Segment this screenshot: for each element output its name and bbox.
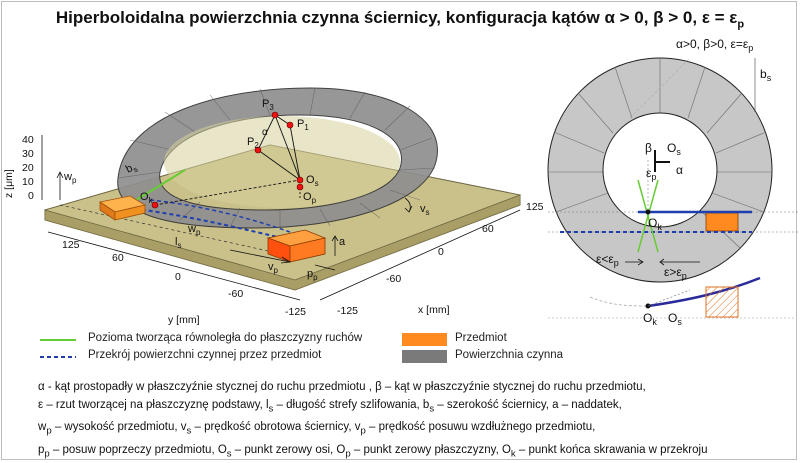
svg-text:Ok: Ok [643,311,657,327]
right-panel-workpiece [560,160,752,253]
svg-text:ε>εp: ε>εp [664,265,687,281]
svg-text:Ok: Ok [648,216,662,232]
svg-text:εp: εp [646,166,656,182]
axis-x: 125 60 0 -60 -125 x [mm] [319,201,544,317]
svg-text:10: 10 [22,176,34,188]
right-header: α>0, β>0, ε=εp [676,37,753,53]
axis-z: 40 30 20 10 0 z [μm] [3,134,43,202]
svg-text:β: β [645,141,652,155]
label-ls: ls [175,236,181,250]
label-p3: P3 [262,98,274,112]
legend-blue-label: Przekrój powierzchni czynnej przez przed… [88,349,322,361]
desc-line-1: α - kąt prostopadły w płaszczyźnie stycz… [38,381,646,393]
label-vp: vp [268,261,279,275]
label-alpha: α [262,127,268,138]
svg-text:z [μm]: z [μm] [3,169,15,198]
label-p1: P1 [297,118,309,132]
label-bs: bs [124,160,140,177]
svg-text:125: 125 [62,239,80,251]
points-3d [151,111,304,209]
right-panel-axis-mark [654,150,670,172]
svg-text:-125: -125 [285,306,306,318]
label-op: Op [303,191,317,205]
label-p2: P2 [247,136,259,150]
legend-orange-swatch [402,333,447,346]
figure-title: Hiperboloidalna powierzchnia czynna ście… [55,8,745,31]
label-a: a [339,236,346,248]
svg-text:20: 20 [22,162,34,174]
svg-text:ε<εp: ε<εp [596,252,619,268]
axis-y: 125 60 0 -60 -125 y [mm] [47,231,306,326]
svg-text:Os: Os [667,141,681,157]
profile-detail: Ok Os [548,276,795,327]
legend-gray-label: Powierzchnia czynna [455,349,564,361]
right-panel-wheel [547,57,800,283]
svg-text:0: 0 [175,271,181,283]
svg-text:-60: -60 [386,273,401,285]
svg-text:Os: Os [668,311,682,327]
svg-text:-125: -125 [337,305,358,317]
grinding-ring [117,87,438,229]
right-panel-labels: α>0, β>0, ε=εp bs β Os εp α Ok ε<εp ε>εp [596,37,772,281]
label-os: Os [306,174,319,188]
svg-text:y [mm]: y [mm] [168,314,200,326]
svg-text:α: α [676,163,683,177]
svg-text:0: 0 [28,190,34,202]
label-pp: pp [307,268,318,282]
right-panel-arrows [625,258,700,266]
label-ok: Ok [140,191,154,205]
svg-text:60: 60 [112,252,124,264]
desc-line-4: pp – posuw poprzeczy przedmiotu, Os – pu… [38,443,708,459]
svg-text:bs: bs [760,67,772,83]
label-wp2: wp [187,223,201,237]
legend-gray-swatch [402,350,447,363]
svg-text:x [mm]: x [mm] [418,304,450,316]
label-vs: vs [420,203,430,217]
svg-text:30: 30 [22,148,34,160]
svg-text:40: 40 [22,134,34,146]
workpiece-3d-left [98,195,147,221]
workpiece-3d-right [266,229,327,263]
dimension-marks [56,171,413,271]
desc-line-3: wp – wysokość przedmiotu, vs – prędkość … [38,421,596,437]
symbol-description: α - kąt prostopadły w płaszczyźnie stycz… [38,378,778,463]
legend-orange-label: Przedmiot [455,332,507,344]
labels-3d: P3 P1 P2 α Os Op Ok bs wp wp ls a vp pp … [63,98,430,282]
svg-text:0: 0 [438,246,444,258]
desc-line-2: ε – rzut tworzącej na płaszczyznę podsta… [38,399,622,415]
svg-text:125: 125 [526,201,544,213]
svg-text:60: 60 [482,223,494,235]
svg-text:-60: -60 [228,288,243,300]
label-wp: wp [63,171,77,185]
legend-green-label: Pozioma tworząca równoległa do płaszczyz… [88,332,363,344]
